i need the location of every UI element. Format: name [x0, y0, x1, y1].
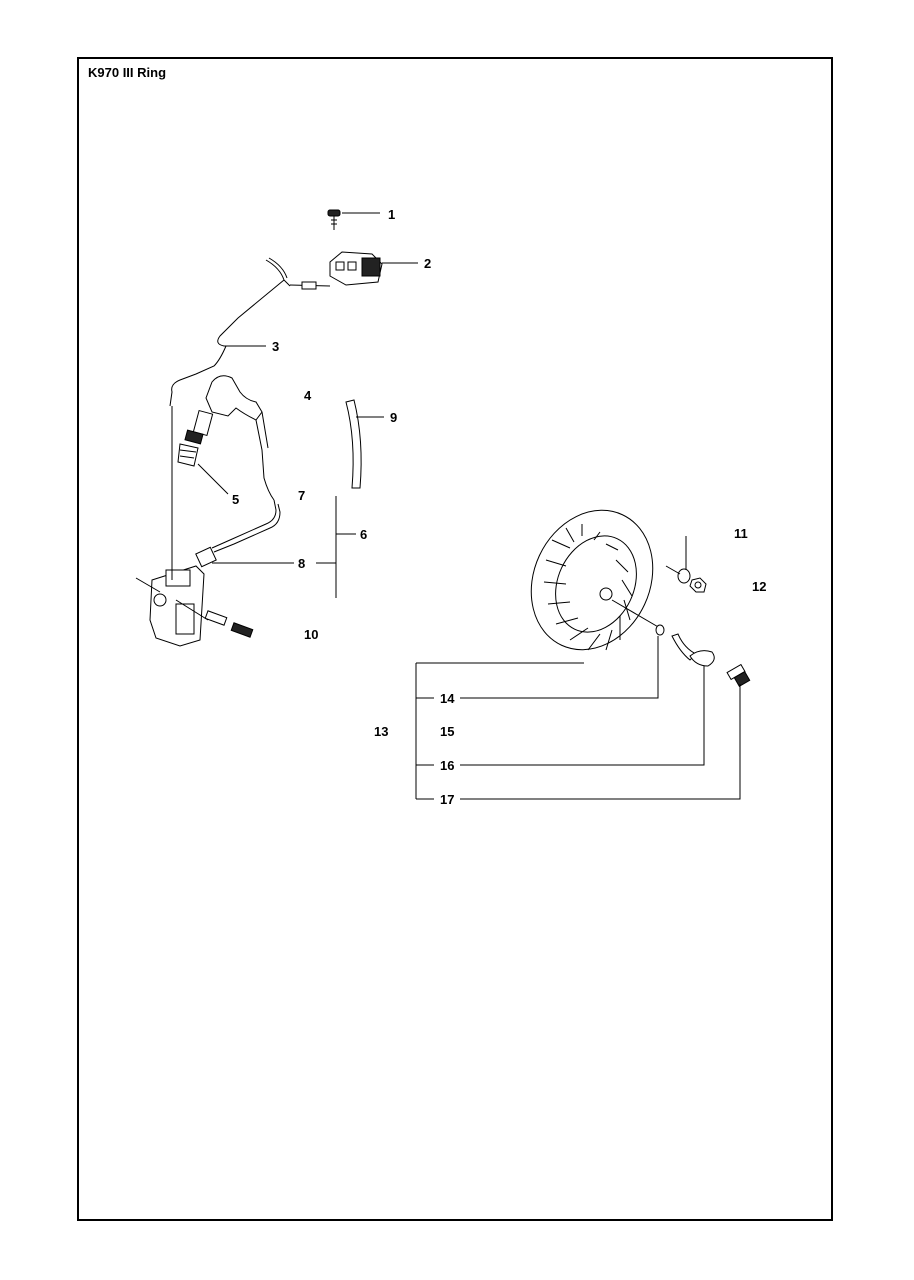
- part-screw-1[interactable]: [327, 209, 341, 230]
- callout-4: 4: [304, 388, 312, 403]
- part-spark-plug-cap-4[interactable]: [205, 375, 275, 501]
- callout-5: 5: [232, 492, 239, 507]
- callout-13: 13: [374, 724, 388, 739]
- callout-11: 11: [734, 526, 748, 541]
- part-connector-2[interactable]: [289, 251, 383, 290]
- callout-2: 2: [424, 256, 431, 271]
- callout-8: 8: [298, 556, 305, 571]
- callout-10: 10: [304, 627, 318, 642]
- callout-3: 3: [272, 339, 279, 354]
- callout-17: 17: [440, 792, 454, 807]
- part-bolt-17[interactable]: [726, 663, 751, 688]
- callout-1: 1: [388, 207, 395, 222]
- page-title: K970 III Ring: [88, 65, 167, 80]
- part-cable-3[interactable]: [169, 257, 291, 407]
- callout-7: 7: [298, 488, 305, 503]
- part-flywheel[interactable]: [509, 490, 675, 670]
- part-ignition-lead-7[interactable]: [211, 499, 281, 553]
- part-hose-9[interactable]: [345, 399, 362, 489]
- callout-6: 6: [360, 527, 367, 542]
- part-washer-11[interactable]: [665, 536, 691, 584]
- part-spark-plug-5[interactable]: [177, 409, 214, 467]
- callout-15: 15: [440, 724, 454, 739]
- leader-16: [460, 666, 705, 766]
- callout-16: 16: [440, 758, 454, 773]
- page-frame: [77, 57, 833, 1221]
- leader-14: [460, 636, 659, 699]
- part-grommet-8[interactable]: [195, 546, 217, 568]
- callout-14: 14: [440, 691, 455, 706]
- part-washer-16[interactable]: [671, 633, 715, 667]
- leader-17: [460, 684, 741, 800]
- part-key-14[interactable]: [655, 624, 665, 636]
- leader-5: [197, 463, 229, 495]
- callout-9: 9: [390, 410, 397, 425]
- part-ignition-module-10[interactable]: [135, 406, 254, 647]
- part-nut-12[interactable]: [689, 577, 707, 593]
- callout-12: 12: [752, 579, 766, 594]
